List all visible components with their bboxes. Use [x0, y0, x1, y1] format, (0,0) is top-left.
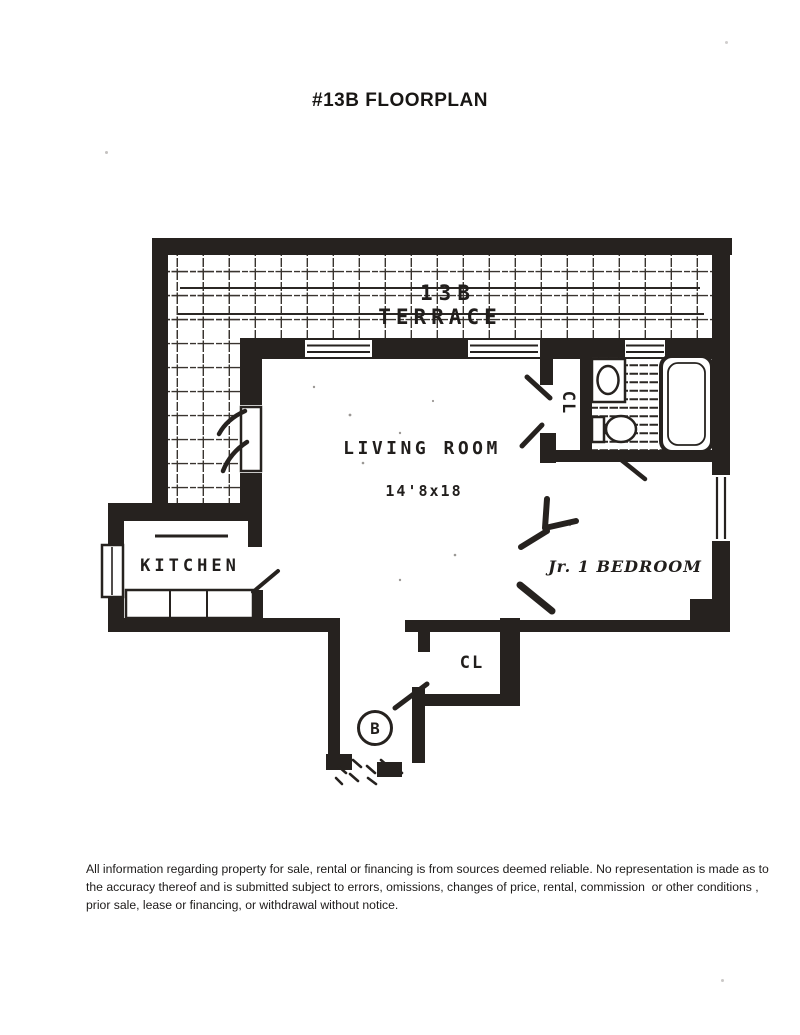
- terrace-window-1: [305, 340, 372, 357]
- disclaimer-line-2: the accuracy thereof and is submitted su…: [86, 879, 759, 894]
- terrace-unit-label: 13B: [420, 281, 476, 305]
- page-title: #13B FLOORPLAN: [312, 90, 488, 111]
- kitchen-door-swing: [251, 569, 280, 594]
- kitchen-label: KITCHEN: [140, 556, 240, 576]
- floorplan-drawing: 13B TERRACE: [100, 238, 732, 786]
- bath-closet-door: [519, 374, 553, 449]
- foyer: CL B: [334, 653, 484, 786]
- bathtub: [659, 354, 714, 454]
- disclaimer-line-3: prior sale, lease or financing, or withd…: [86, 897, 399, 912]
- foyer-closet-door-swing: [392, 681, 430, 711]
- sink: [590, 357, 627, 404]
- foyer-closet-label: CL: [460, 653, 484, 673]
- bathroom-window: [625, 340, 665, 357]
- bathroom: [590, 354, 714, 482]
- bedroom-door-lower: [516, 581, 556, 615]
- scan-speck: [721, 979, 724, 982]
- bedroom-door-upper: [518, 496, 579, 550]
- disclaimer-text: All information regarding property for s…: [86, 861, 769, 914]
- living-room-size: 14'8x18: [385, 482, 462, 500]
- living-room: LIVING ROOM 14'8x18: [312, 385, 572, 582]
- foyer-marker-badge: B: [357, 710, 393, 746]
- kitchen-window: [100, 543, 125, 599]
- terrace-door-swing: [216, 408, 250, 474]
- terrace-guide-lines: [178, 287, 704, 315]
- bedroom-label: Jr. 1 BEDROOM: [545, 557, 702, 576]
- kitchen-counter: [124, 588, 255, 620]
- terrace-tiles-left-arm: [168, 255, 240, 503]
- scan-speck: [725, 41, 728, 44]
- kitchen: KITCHEN: [124, 534, 280, 620]
- living-room-label: LIVING ROOM: [343, 438, 501, 459]
- bedroom: Jr. 1 BEDROOM: [516, 496, 702, 615]
- terrace-tiles-top: [168, 255, 712, 338]
- bedroom-window: [712, 475, 730, 541]
- windows: [100, 340, 730, 599]
- entry-hatch: [334, 758, 404, 786]
- bathroom-door-swing: [617, 456, 648, 482]
- bath-closet: CL: [519, 374, 578, 449]
- terrace-window-2: [468, 340, 540, 357]
- terrace-door-leaf: [239, 405, 263, 473]
- terrace-label: TERRACE: [378, 305, 502, 329]
- foyer-marker-label: B: [370, 719, 380, 738]
- toilet: [590, 414, 638, 444]
- terrace-door: [216, 405, 264, 474]
- disclaimer-line-1: All information regarding property for s…: [86, 862, 769, 876]
- terrace-area: 13B TERRACE: [168, 255, 712, 503]
- bath-closet-label: CL: [558, 391, 578, 415]
- scan-speck: [105, 151, 108, 154]
